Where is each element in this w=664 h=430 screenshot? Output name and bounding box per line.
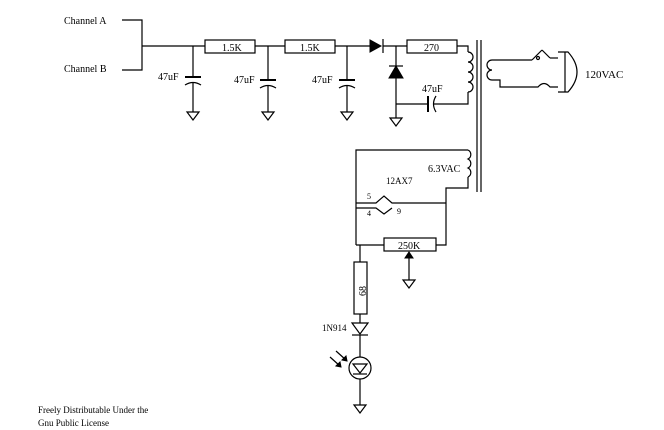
resistor-r2-label: 1.5K <box>300 43 321 54</box>
ground-icon <box>339 111 355 121</box>
led-icon <box>329 350 372 380</box>
license-line-2: Gnu Public License <box>38 418 109 428</box>
primary-coil-icon <box>486 59 493 81</box>
capacitor-c2-label: 47uF <box>234 75 255 86</box>
ground-icon <box>388 117 404 127</box>
capacitor-c4-label: 47uF <box>422 84 443 95</box>
series-diode-icon <box>369 39 407 53</box>
ground-icon <box>352 404 368 414</box>
potentiometer-label: 250K <box>398 241 421 252</box>
power-plug-icon <box>558 51 578 93</box>
pin-5-label: 5 <box>367 192 371 201</box>
capacitor-c3 <box>338 46 356 121</box>
channel-a-label: Channel A <box>64 16 107 27</box>
capacitor-c2 <box>259 46 277 121</box>
tube-section: 6.3VAC 12AX7 5 4 9 250K <box>355 149 469 289</box>
wire-270-secondary <box>457 45 469 52</box>
resistor-r1-label: 1.5K <box>222 43 243 54</box>
mains-label: 120VAC <box>585 69 623 81</box>
heater-top-wire <box>355 149 468 245</box>
tube-filament-icon <box>356 195 446 204</box>
mains-section: 120VAC <box>492 49 623 93</box>
diode-label: 1N914 <box>322 323 347 333</box>
fuse-icon <box>532 82 558 88</box>
shunt-diode-icon <box>388 46 404 127</box>
power-switch-icon <box>531 49 558 61</box>
license-line-1: Freely Distributable Under the <box>38 405 148 415</box>
capacitor-c1 <box>184 46 202 121</box>
license-note: Freely Distributable Under the Gnu Publi… <box>38 405 148 428</box>
filter-section: 1.5K 1.5K 47uF 47uF <box>158 39 469 127</box>
tube-label: 12AX7 <box>386 176 413 186</box>
heater-voltage-label: 6.3VAC <box>428 164 461 175</box>
1n914-diode-icon <box>350 322 370 357</box>
pin-4-label: 4 <box>367 209 371 218</box>
secondary-coil-icon <box>467 51 474 93</box>
channel-a-wire <box>122 19 143 71</box>
led-section: 68 1N914 <box>322 245 372 414</box>
capacitor-c1-label: 47uF <box>158 72 179 83</box>
pin-9-label: 9 <box>397 207 401 216</box>
channel-b-label: Channel B <box>64 64 107 75</box>
transformer <box>466 40 493 192</box>
ground-icon <box>185 111 201 121</box>
heater-coil-icon <box>466 149 472 178</box>
capacitor-c3-label: 47uF <box>312 75 333 86</box>
capacitor-c4 <box>396 92 469 113</box>
resistor-270-label: 270 <box>424 43 439 54</box>
input-section: Channel A Channel B <box>64 16 205 75</box>
ground-icon <box>260 111 276 121</box>
heater-bottom-wire <box>436 177 469 246</box>
ground-icon <box>401 279 417 289</box>
resistor-68-label: 68 <box>358 286 369 296</box>
